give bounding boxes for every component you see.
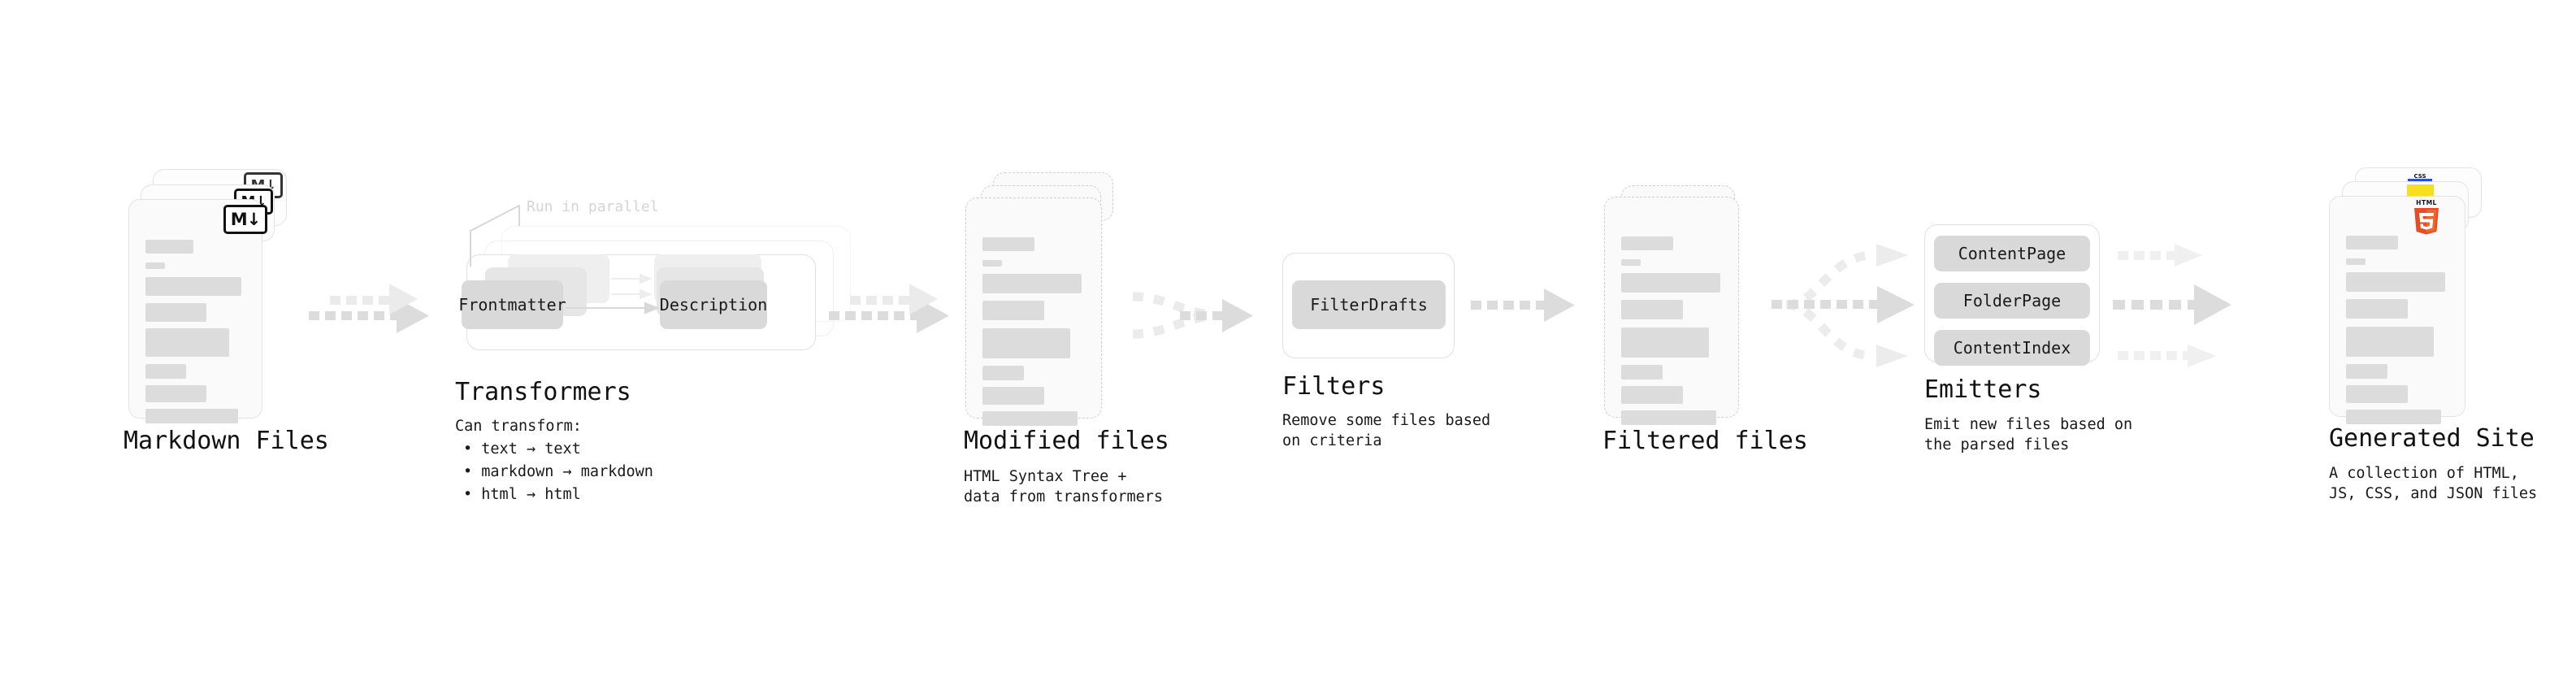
transformer-inner-arrows-ghost [611,273,653,300]
transformer-bullet-1: • markdown → markdown [463,463,653,480]
svg-text:CSS: CSS [2413,173,2426,180]
stage-desc-modified-files: HTML Syntax Tree + data from transformer… [964,468,1164,505]
doc-line [1621,273,1720,293]
connector-modified-to-filters [1132,292,1253,339]
connector-transformers-to-modified [829,284,949,333]
chip-label: FilterDrafts [1310,295,1428,314]
stage-title-filters: Filters [1282,372,1386,401]
chip-label: FolderPage [1962,291,2062,310]
doc-line [982,301,1044,320]
doc-line [1621,259,1641,266]
stage-title-generated-site: Generated Site [2329,424,2535,453]
doc-line [145,364,186,379]
markdown-badge-text: M [230,210,248,229]
doc-line [145,409,238,423]
doc-line [2346,258,2366,265]
filtered-card-front [1604,197,1739,425]
filter-chip-filterdrafts[interactable]: FilterDrafts [1292,280,1446,329]
chip-label: Description [659,295,768,314]
markdown-card-front [128,199,262,423]
chip-label: Frontmatter [458,295,566,314]
doc-line [2346,385,2408,403]
doc-line [145,303,206,322]
stage-title-transformers-visible: Transformers [455,378,631,406]
emitter-chip-folderpage[interactable]: FolderPage [1934,283,2090,319]
chip-label: ContentIndex [1953,338,2071,358]
emitter-chip-contentpage[interactable]: ContentPage [1934,236,2090,271]
doc-line [2346,236,2398,249]
emitter-chip-contentindex[interactable]: ContentIndex [1934,330,2090,366]
doc-line [145,328,229,357]
stage-title-filtered-files: Filtered files [1602,427,1808,455]
connector-filters-to-filtered [1471,288,1575,322]
doc-line [982,411,1078,426]
stage-title-modified-files: Modified files [964,427,1169,455]
doc-line [982,328,1070,358]
transformer-chip-description[interactable]: Description [660,280,767,329]
stage-desc-transformers: Can transform: [455,418,582,435]
doc-line [1621,386,1683,404]
run-in-parallel-bracket [470,204,520,267]
doc-line [145,385,206,402]
run-in-parallel-label: Run in parallel [527,198,659,215]
doc-line [1621,327,1709,358]
doc-line [982,366,1024,380]
transformer-bullet-0: • text → text [463,440,581,458]
stage-title-markdown-files: Markdown Files [124,427,329,455]
svg-text:HTML: HTML [2416,199,2437,206]
doc-line [982,274,1082,293]
doc-line [145,240,193,254]
transformer-chip-frontmatter[interactable]: Frontmatter [458,280,566,329]
doc-line [2346,299,2408,319]
stage-desc-generated-site: A collection of HTML, JS, CSS, and JSON … [2329,465,2538,502]
doc-line [982,237,1034,251]
transformer-inner-arrow [566,301,660,314]
doc-line [2346,410,2441,424]
doc-line [2346,327,2434,357]
doc-line [2346,364,2387,379]
stage-desc-filters: Remove some files based on criteria [1282,412,1491,449]
doc-line [1621,410,1716,425]
chip-label: ContentPage [1958,244,2066,263]
transformer-bullet-2: • html → html [463,486,581,503]
doc-line [982,387,1044,405]
doc-line [1621,365,1663,380]
connector-markdown-to-transformers [309,284,429,333]
stage-desc-emitters: Emit new files based on the parsed files [1924,416,2133,453]
doc-line [2346,272,2445,292]
doc-line [982,260,1002,267]
modified-card-front [965,197,1102,426]
css-icon: CSS [2408,171,2432,184]
stage-title-emitters: Emitters [1924,375,2042,404]
site-card-front [2329,196,2465,424]
connector-emitters-to-site [2113,244,2231,367]
doc-line [1621,236,1673,250]
doc-line [145,277,241,296]
connector-filtered-to-emitters [1772,244,1915,367]
markdown-badge-arrow: ↓ [246,210,262,229]
markdown-badge-front: M↓ [223,205,267,234]
doc-line [145,262,165,269]
doc-line [1621,300,1683,319]
html5-icon: HTML [2410,197,2443,235]
